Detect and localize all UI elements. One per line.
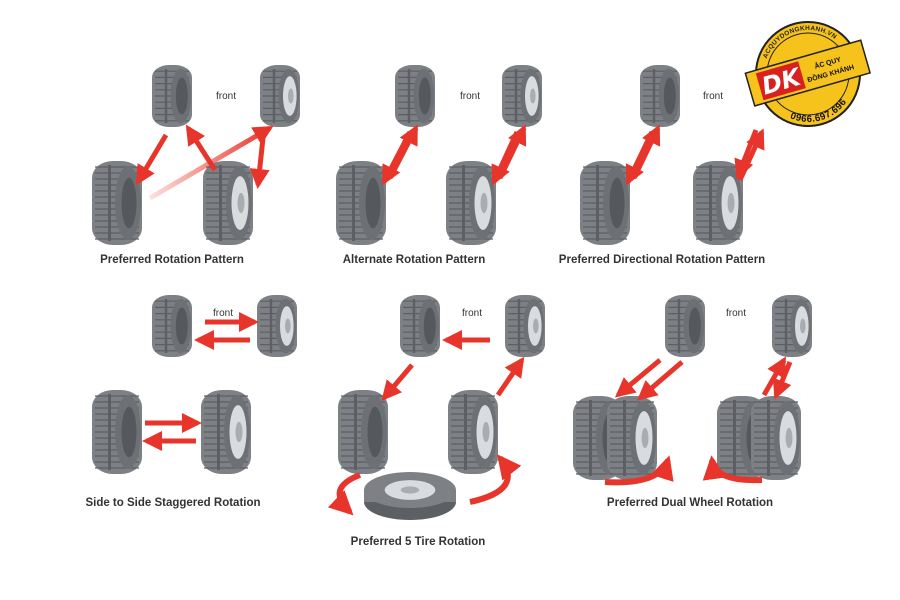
tire [751,396,801,480]
arrows-layer [135,124,793,516]
labels-layer: front front front front front front Pref… [85,91,773,548]
caption-alternate: Alternate Rotation Pattern [343,254,486,266]
tire [260,65,300,127]
tire [338,390,388,474]
caption-five-tire: Preferred 5 Tire Rotation [351,536,486,548]
rotation-arrow [327,472,362,516]
rotation-arrow [772,361,793,400]
rotation-arrow [631,124,661,180]
rotation-arrow [491,130,520,186]
rotation-arrow [469,454,522,505]
caption-dual-wheel: Preferred Dual Wheel Rotation [607,497,773,509]
front-label: front [726,308,746,319]
front-label: front [462,308,482,319]
tire [152,295,192,357]
rotation-arrow [387,124,419,180]
caption-preferred: Preferred Rotation Pattern [100,254,244,266]
rotation-arrow [614,358,662,398]
tire [505,295,545,357]
tire [446,161,496,245]
rotation-arrow [185,124,218,172]
dong-khanh-logo: ACQUYDONGKHANH.VN DK ẮC QUY ĐỒNG KHÁNH 0… [744,16,872,132]
tire [152,65,192,127]
rotation-arrow [734,129,759,180]
tire [502,65,542,127]
tire [257,295,297,357]
rotation-arrow [249,137,270,189]
front-label: front [703,91,723,102]
tire [665,295,705,357]
tire [203,161,253,245]
rotation-arrow [497,124,527,180]
tire [336,161,386,245]
tire [580,161,630,245]
rotation-arrow [636,360,684,401]
rotation-arrow [604,455,674,486]
front-label: front [460,91,480,102]
front-label: front [213,308,233,319]
rotation-arrow [135,133,169,186]
tire [395,65,435,127]
tire [693,161,743,245]
tire [607,396,657,480]
tire [448,390,498,474]
caption-directional: Preferred Directional Rotation Pattern [559,254,765,266]
caption-side-to-side: Side to Side Staggered Rotation [85,497,260,509]
rotation-arrow [495,356,525,397]
tire [92,390,142,474]
rotation-arrow [761,356,787,397]
tire [400,295,440,357]
tire [640,65,680,127]
rotation-arrow [702,455,763,484]
tire [201,390,251,474]
rotation-arrow [381,130,413,186]
tire [772,295,812,357]
tires-layer [92,65,812,520]
logo-dk-badge [755,61,806,101]
rotation-arrow [625,130,655,186]
spare-tire [364,472,456,520]
tire [92,161,142,245]
rotation-arrow [381,363,414,402]
front-label: front [216,91,236,102]
